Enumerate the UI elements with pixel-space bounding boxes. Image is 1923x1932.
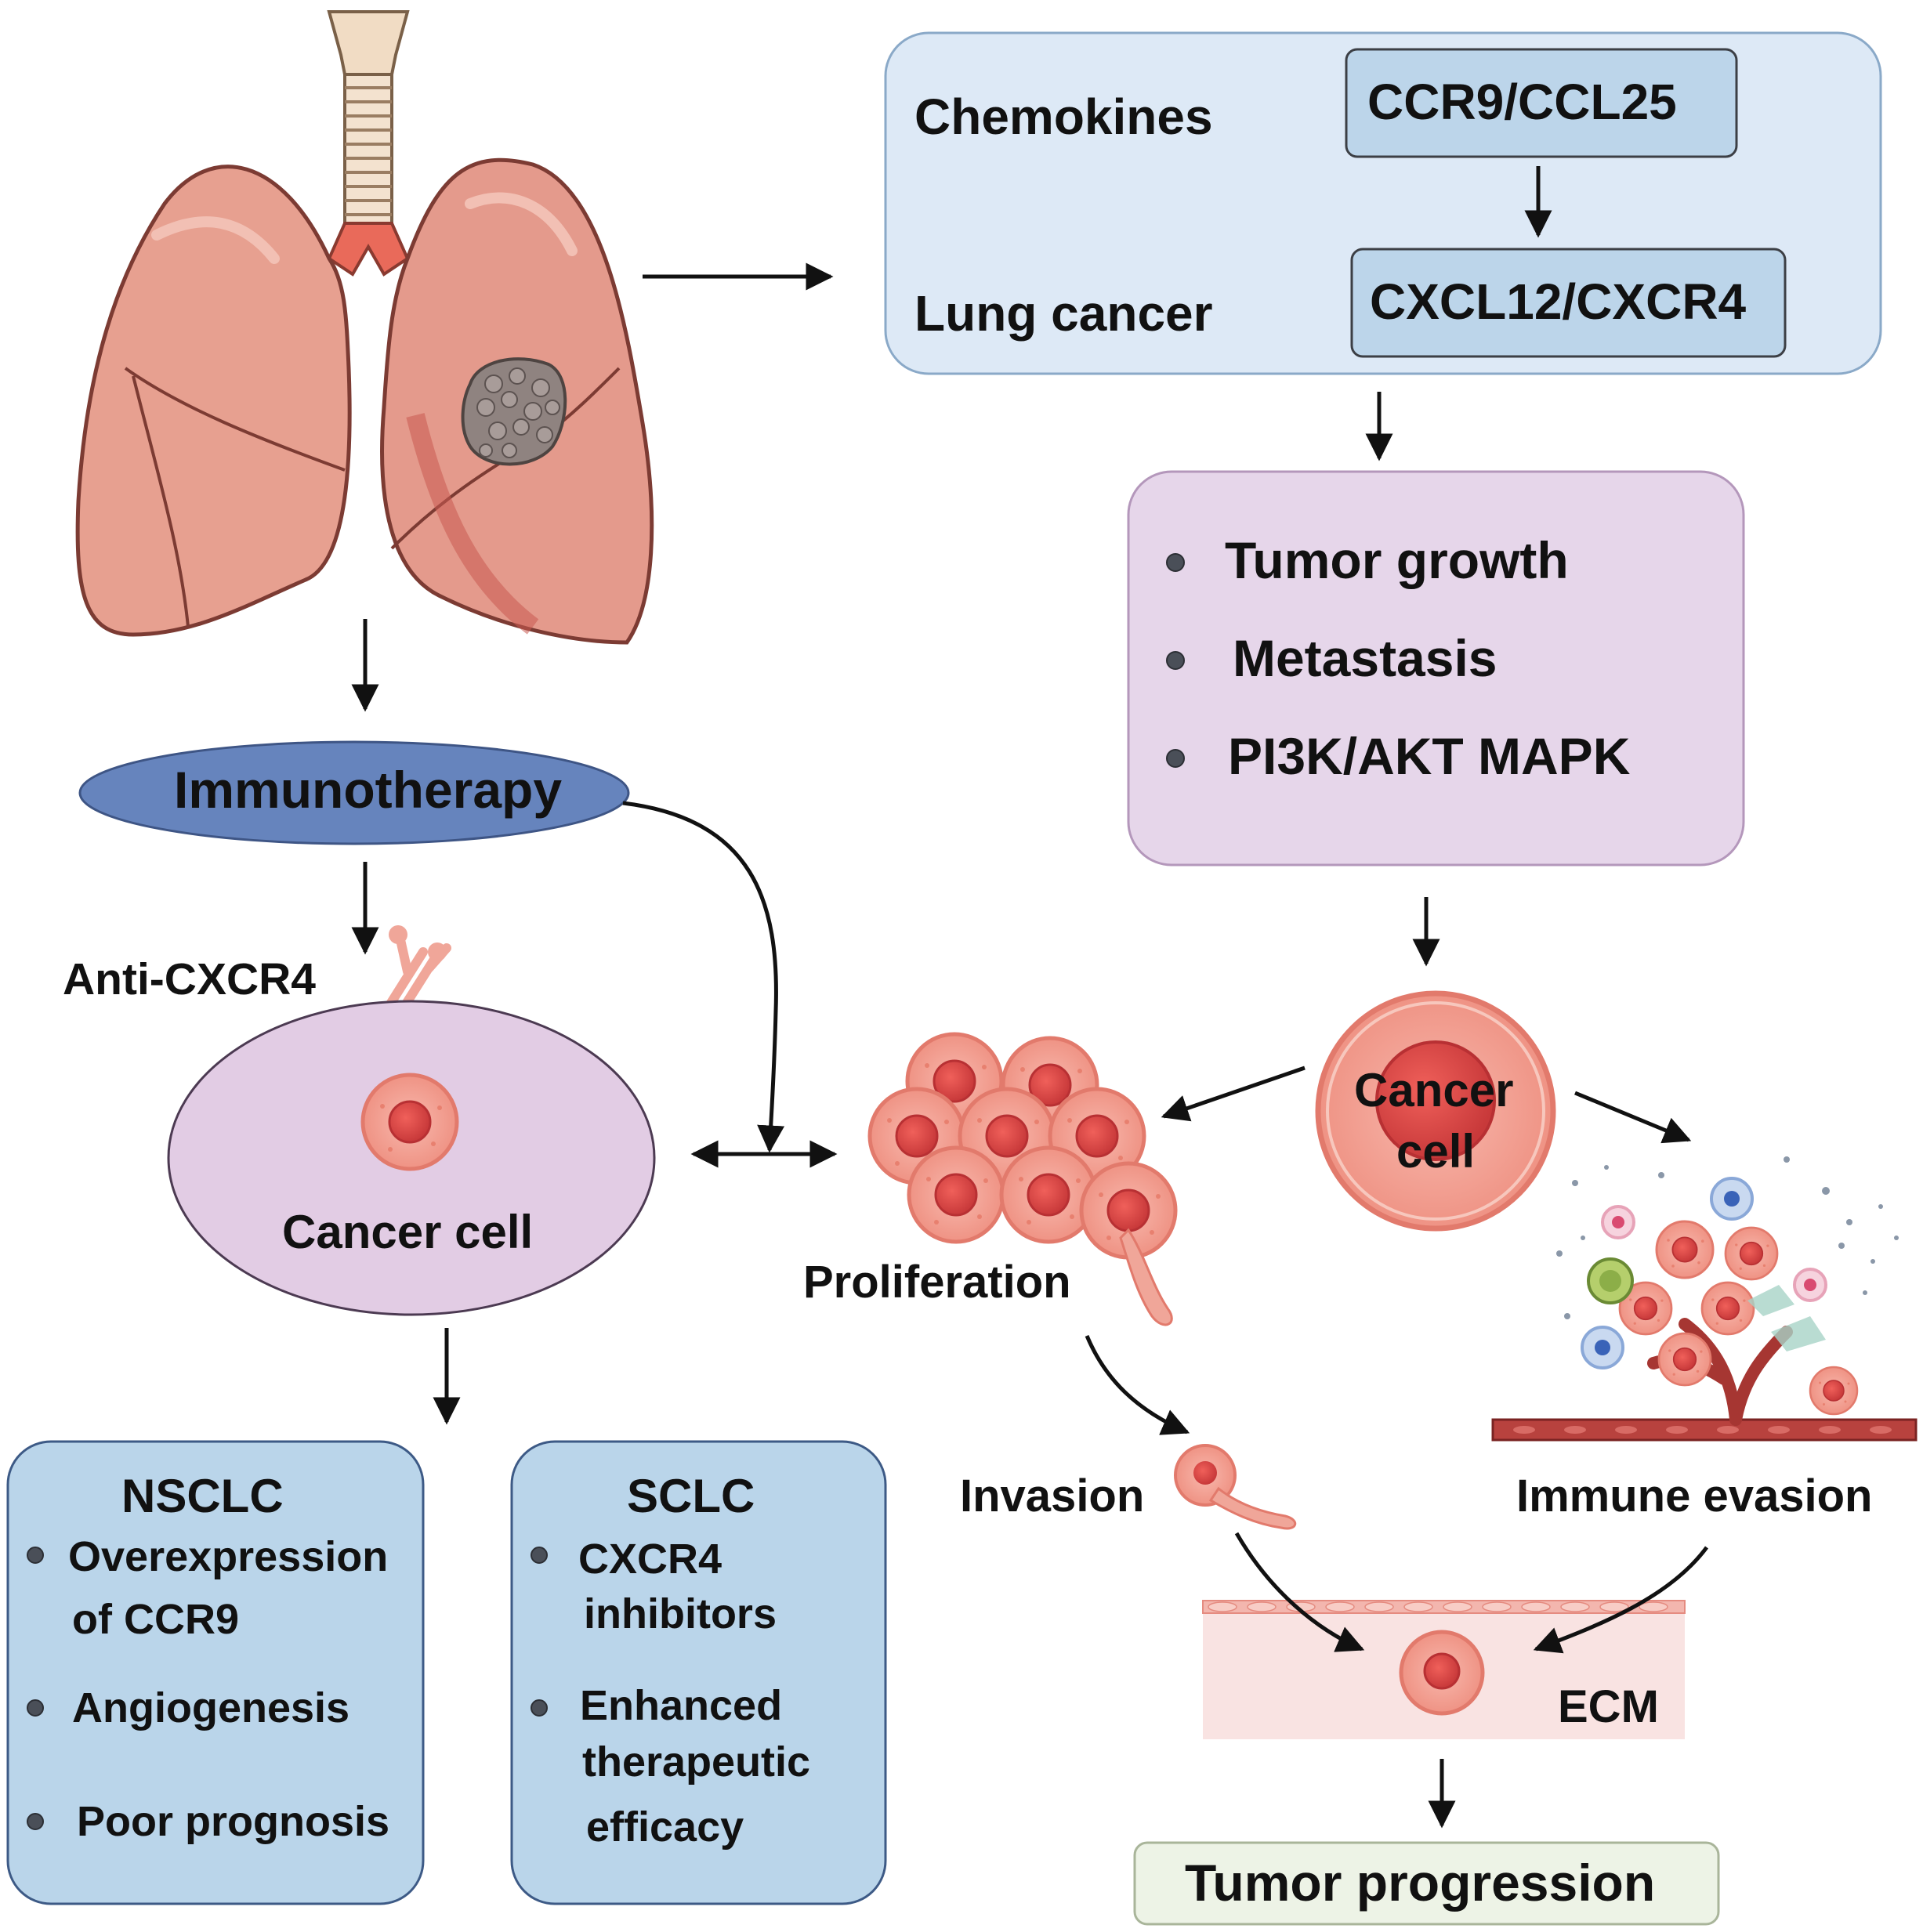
arrow-cell-to-proliferation bbox=[1161, 1065, 1306, 1122]
nsclc-item2: Angiogenesis bbox=[72, 1684, 350, 1731]
nsclc-title: NSCLC bbox=[121, 1470, 284, 1522]
invasion-cell-icon bbox=[1174, 1444, 1296, 1530]
arrow-cell-to-immune bbox=[1574, 1091, 1692, 1144]
chemokines-label: Chemokines bbox=[914, 89, 1213, 145]
nsclc-item3: Poor prognosis bbox=[77, 1798, 390, 1845]
bullets bbox=[27, 553, 1185, 1830]
sclc-box bbox=[510, 1440, 887, 1905]
lung-cancer-label: Lung cancer bbox=[914, 285, 1213, 342]
immunotherapy-label: Immunotherapy bbox=[174, 761, 563, 819]
cancer-cell-icon bbox=[363, 1075, 457, 1169]
ecm-illustration bbox=[1202, 1600, 1686, 1739]
sclc-item1-line1: CXCR4 bbox=[578, 1536, 722, 1583]
ccr9-ccl25-box bbox=[1345, 48, 1738, 158]
nsclc-item1-line1: Overexpression bbox=[68, 1533, 389, 1580]
sclc-title: SCLC bbox=[627, 1470, 755, 1522]
immunotherapy-ellipse bbox=[78, 740, 630, 845]
ecm-label: ECM bbox=[1558, 1681, 1659, 1732]
nsclc-item1-line2: of CCR9 bbox=[72, 1596, 239, 1643]
anti-cxcr4-label: Anti-CXCR4 bbox=[63, 954, 316, 1004]
immune-evasion-illustration bbox=[1491, 1156, 1918, 1442]
immune-evasion-label: Immune evasion bbox=[1516, 1471, 1873, 1521]
center-cell-label-line2: cell bbox=[1396, 1125, 1476, 1178]
left-lung-icon bbox=[75, 165, 352, 637]
invasion-label: Invasion bbox=[960, 1471, 1145, 1521]
sclc-item2-line3: efficacy bbox=[586, 1804, 744, 1851]
nsclc-box bbox=[6, 1440, 425, 1905]
ccr9-ccl25-label: CCR9/CCL25 bbox=[1367, 74, 1677, 130]
tumor-progression-label: Tumor progression bbox=[1185, 1854, 1656, 1912]
effect-tumor-growth: Tumor growth bbox=[1225, 531, 1569, 589]
proliferation-label: Proliferation bbox=[803, 1257, 1071, 1308]
trachea-icon bbox=[343, 73, 393, 225]
larynx-icon bbox=[327, 10, 410, 76]
cxcl12-cxcr4-label: CXCL12/CXCR4 bbox=[1370, 273, 1747, 330]
effect-metastasis: Metastasis bbox=[1233, 629, 1497, 687]
arrows bbox=[351, 166, 1709, 1829]
proliferation-cluster-icon bbox=[870, 1034, 1175, 1326]
sclc-item1-line2: inhibitors bbox=[584, 1590, 777, 1637]
arrow-proliferation-to-invasion bbox=[1085, 1335, 1190, 1435]
tumor-progression-box bbox=[1133, 1841, 1720, 1926]
center-cancer-cell-icon bbox=[1315, 990, 1556, 1232]
effect-pi3k-akt-mapk: PI3K/AKT MAPK bbox=[1228, 727, 1631, 785]
cxcl12-cxcr4-box bbox=[1350, 248, 1787, 358]
lungs-illustration bbox=[75, 10, 654, 645]
sclc-item2-line1: Enhanced bbox=[580, 1682, 783, 1729]
arrow-invasion-to-ecm bbox=[1234, 1532, 1365, 1652]
effects-panel bbox=[1127, 470, 1745, 867]
arrow-immunotherapy-curve bbox=[622, 801, 785, 1153]
cancer-cell-label: Cancer cell bbox=[282, 1206, 534, 1258]
tumor-icon bbox=[461, 357, 567, 466]
center-cell-label-line1: Cancer bbox=[1354, 1064, 1514, 1116]
arrow-immune-to-ecm bbox=[1533, 1546, 1709, 1654]
sclc-item2-line2: therapeutic bbox=[582, 1738, 811, 1785]
